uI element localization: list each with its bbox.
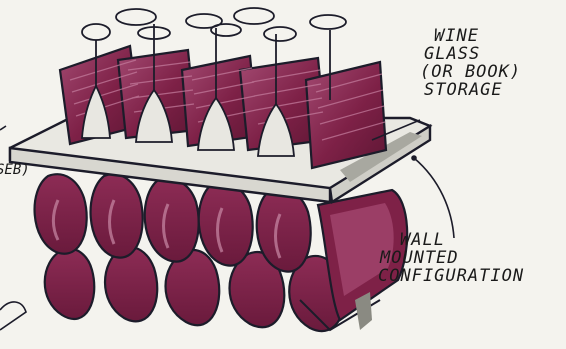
annotation-line: MOUNTED [378, 250, 524, 268]
annotation-line: GLASS [420, 46, 521, 64]
annotation-line: CONFIGURATION [378, 268, 524, 286]
annotation-line: STORAGE [420, 82, 521, 100]
wine-glass-storage-annotation: WINE GLASS (OR BOOK) STORAGE [420, 28, 521, 99]
annotation-line: (OR BOOK) [420, 64, 521, 82]
wall-mounted-annotation: WALL MOUNTED CONFIGURATION [378, 232, 524, 286]
cropped-text-fragment: SEB) [0, 162, 30, 178]
